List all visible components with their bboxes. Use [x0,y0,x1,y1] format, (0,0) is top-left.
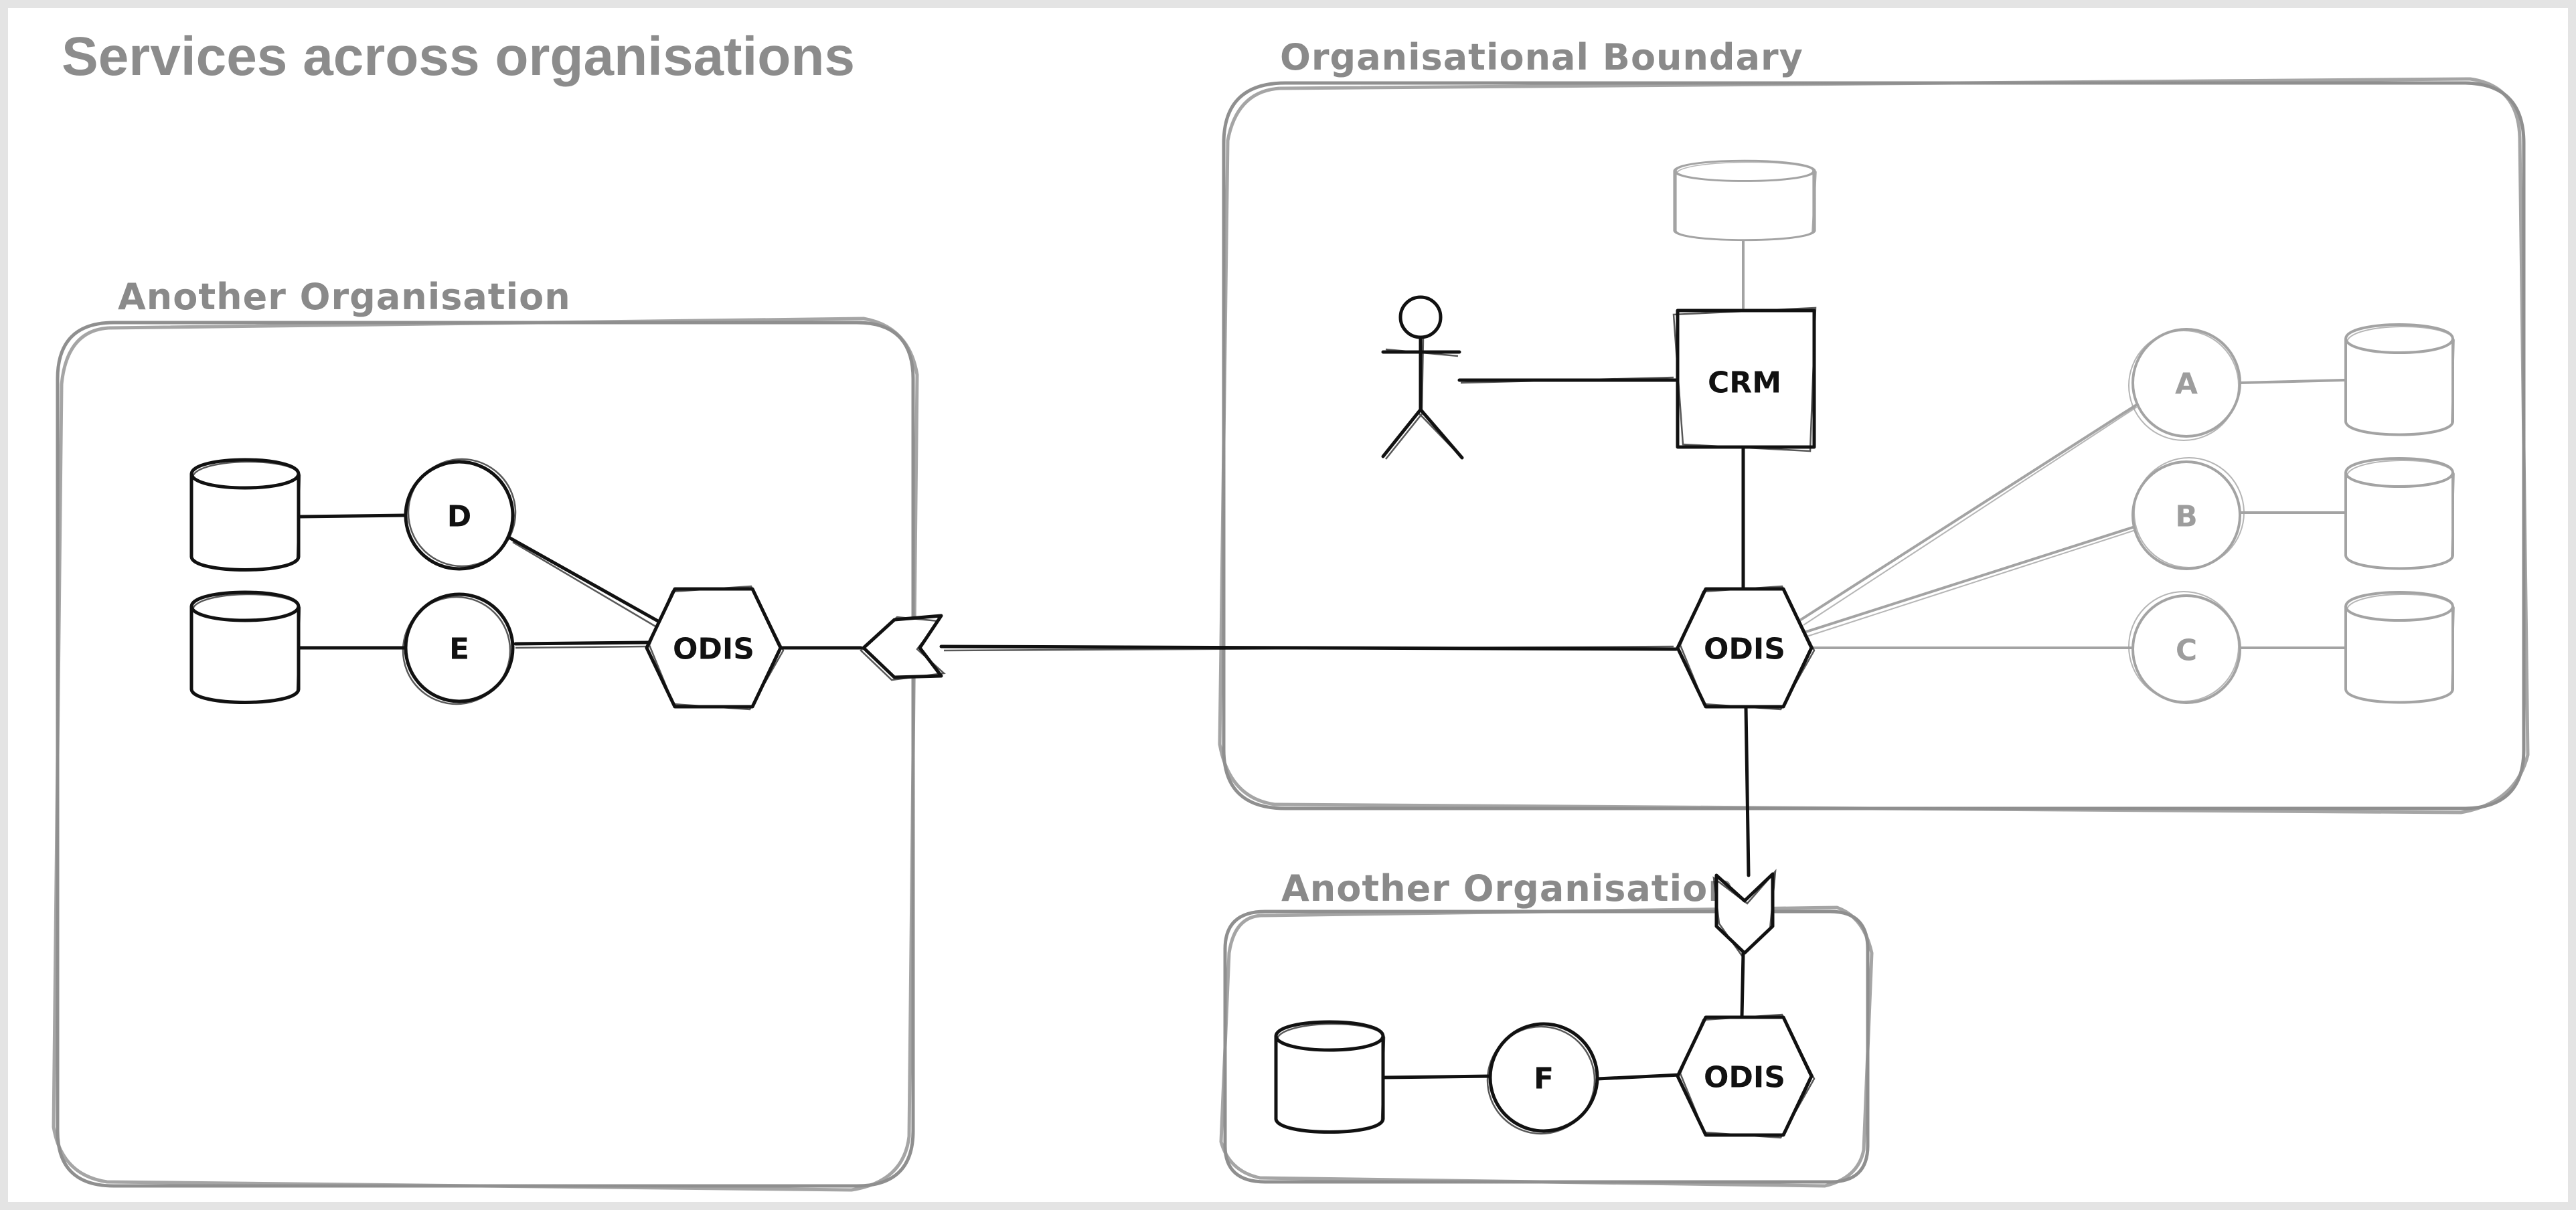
service-b-label: B [2175,500,2198,534]
service-c-database-icon [2344,591,2456,704]
service-b-database-icon [2344,457,2456,570]
service-d-label: D [447,500,472,534]
crm-database-icon [1675,161,1816,240]
actor-icon [1381,295,1464,460]
arrow-to-left-organisation-icon [860,614,946,681]
service-c-node: C [2128,591,2241,704]
service-f-label: F [1534,1062,1554,1096]
odis-main-node: ODIS [1678,586,1814,709]
main-boundary-label: Organisational Boundary [1280,36,1803,78]
service-d-node: D [404,458,517,571]
service-f-database-icon [1276,1022,1384,1132]
service-e-database-icon [191,592,300,703]
odis-bottom-node: ODIS [1678,1015,1814,1138]
service-b-node: B [2131,457,2245,570]
edge-d-odis [508,536,665,626]
service-f-node: F [1486,1022,1599,1135]
service-e-label: E [449,632,469,667]
arrow-to-bottom-organisation-icon [1712,869,1777,957]
service-c-label: C [2176,634,2197,668]
edge-e-odis [513,640,650,646]
main-organisation-boundary [1218,77,2530,814]
edge-odis-b [1805,525,2138,633]
odis-left-label: ODIS [673,632,754,667]
service-d-database-icon [191,460,300,570]
crm-label: CRM [1708,366,1781,400]
edge-f-odis [1595,1073,1682,1081]
edge-odis-a [1799,402,2141,621]
connectors [297,237,2346,1081]
diagram-title: Services across organisations [62,26,855,87]
bottom-boundary-label: Another Organisation [1281,867,1735,910]
crm-node: CRM [1672,307,1817,452]
edge-db-d [297,513,408,519]
service-a-label: A [2175,367,2198,402]
left-boundary-label: Another Organisation [118,276,571,318]
edge-db-f [1381,1074,1492,1079]
odis-left-node: ODIS [647,586,783,709]
edge-a-db [2239,379,2346,384]
bottom-organisation-boundary [1219,905,1874,1188]
left-organisation-boundary [52,317,919,1192]
service-a-database-icon [2344,323,2456,436]
odis-bottom-label: ODIS [1704,1061,1785,1095]
edge-arrow-odis-bottom [1740,951,1745,1019]
odis-main-label: ODIS [1704,632,1785,667]
service-e-node: E [402,592,515,705]
edge-odis-main-bottom [1744,705,1751,877]
service-a-node: A [2128,328,2241,441]
